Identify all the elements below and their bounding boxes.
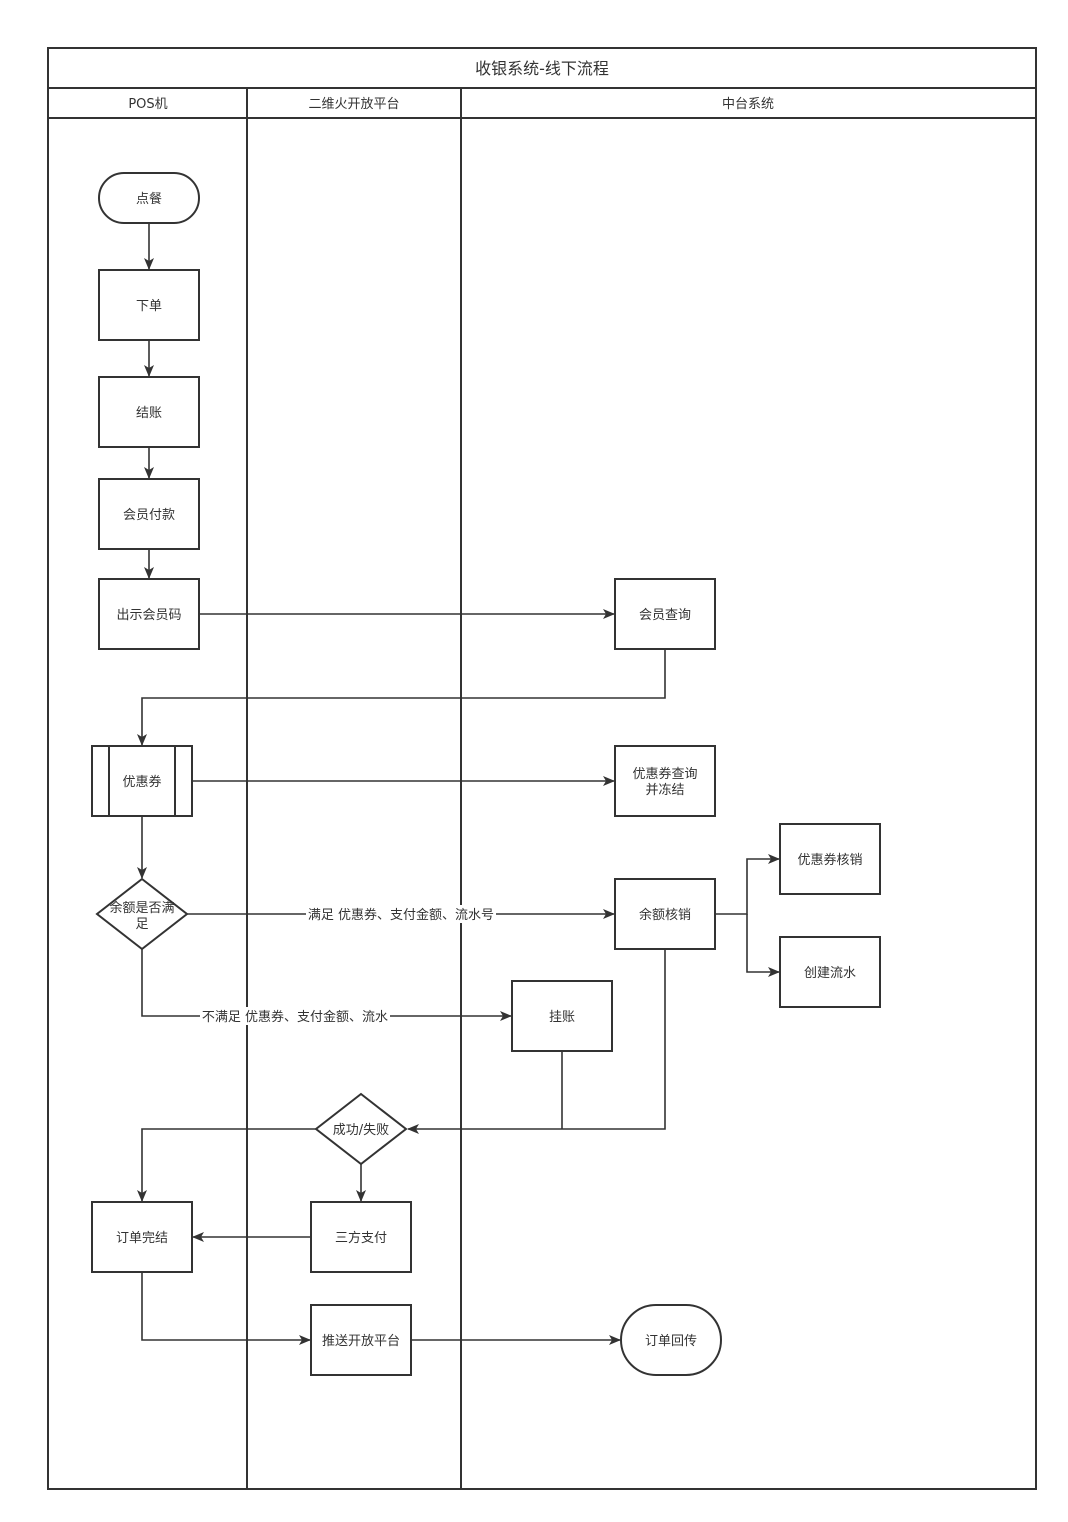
edge-writeoff-to-success-fail bbox=[407, 949, 666, 1134]
node-place-order-label: 下单 bbox=[136, 299, 162, 314]
node-success-fail: 成功/失败 bbox=[314, 1092, 408, 1166]
node-checkout: 结账 bbox=[98, 376, 200, 448]
node-member-query: 会员查询 bbox=[614, 578, 716, 650]
edge-balance-check-to-on-account bbox=[141, 949, 512, 1021]
node-balance-check-label-line2: 足 bbox=[135, 917, 148, 932]
diagram-title: 收银系统-线下流程 bbox=[475, 59, 609, 78]
node-create-flow-label: 创建流水 bbox=[804, 966, 856, 981]
node-push-platform: 推送开放平台 bbox=[310, 1304, 412, 1376]
node-coupon-writeoff: 优惠券核销 bbox=[779, 823, 881, 895]
edge-label-not-satisfied: 不满足 优惠券、支付金额、流水 bbox=[202, 1009, 388, 1025]
edge-success-fail-to-order-complete bbox=[137, 1128, 316, 1202]
node-third-pay-label: 三方支付 bbox=[335, 1230, 387, 1246]
node-third-pay: 三方支付 bbox=[310, 1201, 412, 1273]
node-order-return-label: 订单回传 bbox=[645, 1334, 697, 1349]
edge-writeoff-to-coupon-writeoff bbox=[715, 854, 780, 915]
node-order-return: 订单回传 bbox=[620, 1304, 722, 1376]
node-on-account-label: 挂账 bbox=[549, 1010, 575, 1025]
node-balance-check-label-line1: 余额是否满 bbox=[109, 900, 174, 916]
node-create-flow: 创建流水 bbox=[779, 936, 881, 1008]
edge-order-complete-to-push-platform bbox=[141, 1272, 311, 1345]
node-balance-writeoff-label: 余额核销 bbox=[639, 907, 691, 923]
node-member-pay: 会员付款 bbox=[98, 478, 200, 550]
node-place-order: 下单 bbox=[98, 269, 200, 341]
node-on-account: 挂账 bbox=[511, 980, 613, 1052]
node-show-code: 出示会员码 bbox=[98, 578, 200, 650]
node-order-complete: 订单完结 bbox=[91, 1201, 193, 1273]
node-balance-writeoff: 余额核销 bbox=[614, 878, 716, 950]
lane-header-pos: POS机 bbox=[128, 97, 167, 112]
node-order-food-label: 点餐 bbox=[136, 191, 162, 207]
node-coupon-query-label-line1: 优惠券查询 bbox=[632, 766, 697, 782]
node-push-platform-label: 推送开放平台 bbox=[322, 1334, 400, 1349]
node-success-fail-label: 成功/失败 bbox=[333, 1123, 389, 1138]
node-coupon-label: 优惠券 bbox=[122, 774, 161, 790]
node-coupon-writeoff-label: 优惠券核销 bbox=[797, 852, 862, 868]
edge-member-query-to-coupon bbox=[137, 649, 666, 746]
node-member-query-label: 会员查询 bbox=[639, 608, 691, 623]
node-checkout-label: 结账 bbox=[136, 406, 162, 421]
swimlane-frame bbox=[47, 47, 1037, 1490]
node-coupon-query: 优惠券查询 并冻结 bbox=[614, 745, 716, 817]
node-order-complete-label: 订单完结 bbox=[116, 1231, 168, 1246]
edge-label-satisfied: 满足 优惠券、支付金额、流水号 bbox=[308, 907, 494, 923]
node-coupon: 优惠券 bbox=[91, 745, 193, 817]
node-show-code-label: 出示会员码 bbox=[116, 608, 181, 623]
lane-header-platform: 二维火开放平台 bbox=[308, 97, 399, 112]
node-balance-check: 余额是否满 足 bbox=[95, 877, 189, 951]
edge-writeoff-to-create-flow bbox=[746, 914, 780, 977]
node-order-food: 点餐 bbox=[98, 172, 200, 224]
lane-header-middle: 中台系统 bbox=[722, 97, 774, 112]
node-member-pay-label: 会员付款 bbox=[123, 508, 175, 523]
node-coupon-query-label-line2: 并冻结 bbox=[645, 782, 684, 798]
